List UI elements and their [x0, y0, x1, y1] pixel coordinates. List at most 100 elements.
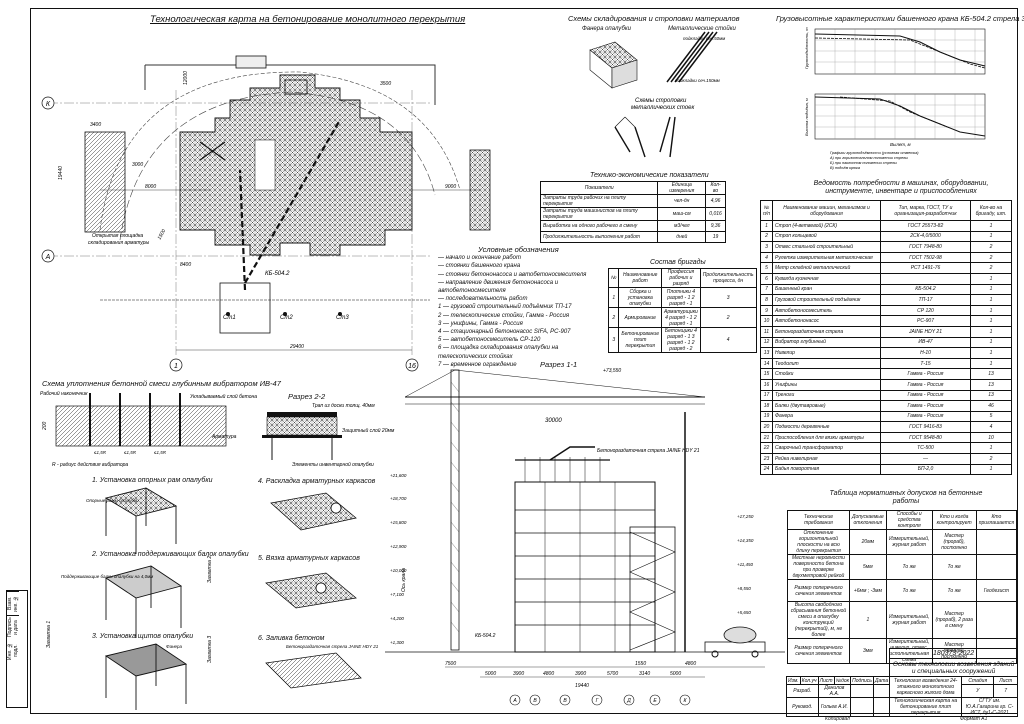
crane-note-4: В) подъём крюка	[830, 166, 860, 170]
plywood-label: Фанера опалубки	[582, 26, 631, 32]
brigade-cell: 3	[607, 327, 620, 353]
vedomost-cell: Строп кольцевой	[772, 230, 881, 243]
stamp-col-head: Лист	[993, 676, 1018, 685]
vedomost-cell: ГОСТ 7502-98	[880, 251, 971, 264]
vedomost-cell: Гамма - Россия	[880, 378, 971, 391]
tep-cell: 19	[705, 231, 726, 243]
tolerances-table: Технические требования Допускаемые откло…	[787, 510, 1018, 664]
vedomost-cell: 5	[760, 262, 773, 274]
crane-note-3: Б) при наклонном положении стрелы	[830, 161, 897, 165]
step-1-title: 1. Установка опорных рам опалубки	[92, 477, 213, 484]
vib-dim-200: 200	[42, 421, 48, 431]
vedomost-cell: Т-15	[880, 357, 971, 370]
brigade-header: Наименование работ	[618, 268, 662, 288]
sling-title-2: металлических стоек	[631, 105, 696, 111]
tol-cell: Местные неровности поверхности бетона пр…	[787, 554, 850, 580]
elev-r-4: +5,650	[737, 610, 751, 615]
tep-cell: Выработка на одного рабочего в смену	[539, 220, 659, 232]
axis-s-2: В	[563, 698, 567, 704]
elev-l-3: +12,900	[390, 544, 407, 549]
vedomost-cell: 13	[970, 389, 1012, 402]
dim-19440-s: 19440	[575, 683, 589, 689]
section22-drawing: Трап из доски толщ. 40мм Арматура Защитн…	[211, 403, 395, 468]
vedomost-cell: Фанера	[772, 410, 881, 423]
stamp-role: №док	[833, 676, 852, 685]
brigade-cell: 1	[607, 287, 620, 308]
crane-section-label: КБ-504.2	[475, 633, 496, 639]
title-block: 180373-2022 Основы технологии возведения…	[786, 648, 1018, 717]
tol-cell: Геодезист	[975, 579, 1018, 602]
tol-cell: То же	[931, 554, 977, 580]
vedomost-cell: 1	[970, 442, 1012, 455]
vedomost-cell: 2	[970, 251, 1012, 264]
vedomost-cell: Унифины	[772, 378, 881, 391]
stamp-sheet: 7	[993, 684, 1018, 698]
stamp-person-role: Руковод.	[786, 697, 819, 717]
vedomost-cell: Рейка нивелирная	[772, 453, 881, 465]
brigade-cell: 2	[607, 307, 620, 328]
tol-cell: То же	[885, 554, 933, 580]
vedomost-cell: КБ-504.2	[880, 283, 971, 296]
vib-dim-2: ≤1,5R	[124, 450, 137, 455]
rebar-area-label-1: Открытая площадка	[92, 233, 143, 239]
tol-header: Кто приглашается	[975, 510, 1018, 530]
vedomost-header: № п/п	[760, 200, 773, 221]
table-row: Размер поперечного сечения элементов+6мм…	[787, 579, 1018, 602]
st1-label: Ст1	[223, 315, 236, 321]
vedomost-cell: Балки (двутавровые)	[772, 400, 881, 412]
vedomost-cell: 12	[760, 336, 773, 349]
vedomost-cell: Гамма - Россия	[880, 389, 971, 402]
vedomost-cell: Рулетка измерительная металлическая	[772, 251, 881, 264]
vedomost-cell: PC-907	[880, 315, 971, 327]
tol-header: Технические требования	[787, 510, 850, 530]
vedomost-cell: 2	[970, 453, 1012, 465]
vedomost-cell: Вибратор глубинный	[772, 336, 881, 349]
stamp-role: Кол.уч	[799, 676, 819, 685]
tol-cell: Измерительный, журнал работ	[885, 601, 933, 639]
vedomost-cell: 1	[970, 304, 1012, 317]
vedomost-cell: 1	[970, 347, 1012, 359]
vedomost-cell: Гамма - Россия	[880, 368, 971, 380]
elev-l-5: +7,100	[390, 592, 404, 597]
dim-19440: 19440	[58, 166, 64, 180]
vedomost-cell: 1	[970, 463, 1012, 476]
storage-title: Схемы складирования и строповки материал…	[568, 14, 740, 23]
elev-l-0: +21,600	[390, 473, 407, 478]
vedomost-cell: ГОСТ 25573-82	[880, 220, 971, 232]
table-row: Отклонение горизонтальной плоскости на в…	[787, 529, 1018, 555]
tep-cell: Продолжительность выполнения работ	[539, 231, 659, 243]
tep-title: Технико-экономические показатели	[590, 172, 709, 179]
vedomost-cell: Башенный кран	[772, 283, 881, 296]
tep-cell: Затраты труда машинистов на плиту перекр…	[539, 207, 659, 221]
crane-plan-label: КБ-504.2	[265, 271, 290, 277]
axis-k-label: К	[46, 101, 51, 108]
vedomost-cell	[880, 272, 971, 285]
strip-cell: Подпись и дата	[7, 615, 19, 639]
vedomost-cell: Гамма - Россия	[880, 410, 971, 423]
vedomost-cell: Теодолит	[772, 357, 881, 370]
stamp-role: Лист	[817, 676, 835, 685]
rebar-label: Арматура	[211, 434, 237, 440]
dim-b-3: 3900	[575, 671, 586, 677]
dim-8400: 8400	[180, 262, 191, 268]
support-label-1: подкладки сеч.50мм	[683, 36, 725, 41]
vedomost-cell: Нивелир	[772, 347, 881, 359]
tep-cell: маш-см	[657, 207, 707, 221]
vedomost-cell: 11	[760, 325, 773, 338]
ladder-label: Трап из доски толщ. 40мм	[312, 403, 375, 409]
elev-l-7: +1,300	[390, 640, 404, 645]
tep-cell: Затраты труда рабочих на плиту перекрыти…	[539, 194, 659, 208]
axis-s-1: В	[533, 698, 537, 704]
tep-header: Единица измерения	[657, 181, 707, 195]
stamp-person-name: Данилов А.А.	[817, 684, 852, 698]
vedomost-cell: Сварочный трансформатор	[772, 442, 881, 455]
vedomost-cell: 1	[970, 336, 1012, 349]
plan-title: Технологическая карта на бетонирование м…	[150, 14, 466, 25]
tol-cell: Мастер (прораб), 2 раза в смену	[931, 601, 977, 639]
vedomost-cell: 2	[970, 241, 1012, 253]
